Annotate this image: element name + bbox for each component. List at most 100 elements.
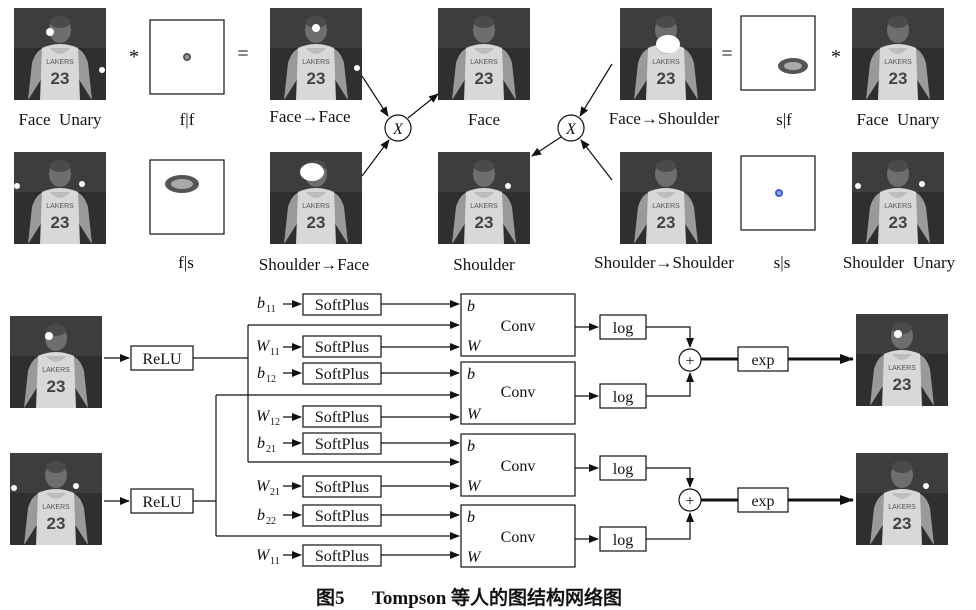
photo-face-shoulder bbox=[620, 8, 712, 100]
label-shoulder-face: Shoulder→Face bbox=[259, 255, 369, 274]
svg-text:W: W bbox=[256, 478, 271, 495]
param-labels: b 11 W 11 b 12 W 12 b 21 W 21 b 22 W 11 bbox=[256, 295, 280, 567]
times-op-right: * bbox=[831, 46, 841, 68]
times-op-left: * bbox=[129, 46, 139, 68]
arrow-x-to-face bbox=[407, 93, 439, 119]
svg-text:Conv: Conv bbox=[501, 384, 536, 401]
svg-text:log: log bbox=[613, 461, 633, 478]
svg-text:21: 21 bbox=[266, 444, 276, 455]
conv-box-4: Conv b W bbox=[460, 504, 576, 568]
filter-ss bbox=[740, 155, 816, 231]
label-shoulder: Shoulder bbox=[453, 255, 515, 274]
svg-text:b: b bbox=[257, 507, 265, 524]
svg-text:exp: exp bbox=[751, 493, 774, 510]
arrow-fs-to-x bbox=[579, 63, 613, 117]
combine-node-right: X bbox=[557, 114, 585, 142]
svg-text:W: W bbox=[256, 547, 271, 564]
label-face-unary-right: Face Unary bbox=[856, 110, 940, 129]
label-ss: s|s bbox=[774, 253, 791, 272]
photo-shoulder bbox=[438, 152, 530, 244]
conv-box-3: Conv b W bbox=[460, 433, 576, 497]
svg-text:b: b bbox=[467, 298, 475, 315]
svg-text:11: 11 bbox=[266, 304, 276, 315]
arrow-ss-to-x bbox=[580, 139, 613, 181]
svg-text:W: W bbox=[467, 549, 482, 566]
filter-sf bbox=[740, 15, 816, 91]
svg-text:b: b bbox=[257, 365, 265, 382]
log-box-2: log bbox=[599, 383, 647, 409]
relu-box-1: ReLU bbox=[130, 345, 194, 371]
label-face: Face bbox=[468, 110, 500, 129]
photo-shoulder-shoulder bbox=[620, 152, 712, 244]
photo-face-unary-right bbox=[852, 8, 944, 100]
label-face-face: Face→Face bbox=[269, 107, 350, 126]
svg-text:W: W bbox=[467, 478, 482, 495]
photo-face bbox=[438, 8, 530, 100]
conv-box-2: Conv b W bbox=[460, 361, 576, 425]
filter-ff bbox=[149, 19, 225, 95]
svg-text:SoftPlus: SoftPlus bbox=[315, 409, 369, 426]
svg-text:+: + bbox=[685, 493, 694, 510]
filter-fs bbox=[149, 159, 225, 235]
label-fs: f|s bbox=[178, 253, 194, 272]
svg-text:b: b bbox=[257, 435, 265, 452]
svg-text:log: log bbox=[613, 320, 633, 337]
exp-box-1: exp bbox=[737, 346, 789, 372]
label-face-unary: Face Unary bbox=[18, 110, 102, 129]
svg-text:Conv: Conv bbox=[501, 318, 536, 335]
svg-text:X: X bbox=[565, 121, 577, 138]
combine-node-left: X bbox=[384, 114, 412, 142]
svg-text:log: log bbox=[613, 389, 633, 406]
svg-text:11: 11 bbox=[270, 347, 280, 358]
arrow-sf-to-x bbox=[361, 139, 390, 177]
caption-text: Tompson 等人的图结构网络图 bbox=[372, 586, 622, 609]
label-shoulder-shoulder: Shoulder→Shoulder bbox=[594, 253, 734, 272]
exp-box-2: exp bbox=[737, 487, 789, 513]
photo-face-unary bbox=[14, 8, 106, 100]
relu-box-2: ReLU bbox=[130, 488, 194, 514]
svg-text:exp: exp bbox=[751, 352, 774, 369]
arrow-ff-to-x bbox=[361, 75, 389, 117]
label-shoulder-unary: Shoulder Unary bbox=[843, 253, 956, 272]
svg-text:SoftPlus: SoftPlus bbox=[315, 479, 369, 496]
conv-box-1: Conv b W bbox=[460, 293, 576, 357]
log-box-3: log bbox=[599, 455, 647, 481]
svg-text:SoftPlus: SoftPlus bbox=[315, 297, 369, 314]
svg-text:11: 11 bbox=[270, 556, 280, 567]
plus-node-1: + bbox=[678, 348, 702, 372]
svg-text:X: X bbox=[392, 121, 404, 138]
svg-text:SoftPlus: SoftPlus bbox=[315, 366, 369, 383]
svg-text:b: b bbox=[467, 509, 475, 526]
label-sf: s|f bbox=[776, 110, 792, 129]
equals-op-left: = bbox=[237, 43, 248, 65]
svg-text:W: W bbox=[467, 338, 482, 355]
svg-text:Conv: Conv bbox=[501, 458, 536, 475]
svg-text:SoftPlus: SoftPlus bbox=[315, 339, 369, 356]
svg-text:b: b bbox=[467, 366, 475, 383]
svg-text:SoftPlus: SoftPlus bbox=[315, 436, 369, 453]
svg-text:22: 22 bbox=[266, 516, 276, 527]
photo-face-face bbox=[270, 8, 362, 100]
plus-node-2: + bbox=[678, 488, 702, 512]
photo-output-face bbox=[856, 314, 948, 406]
arrow-x-to-shoulder bbox=[531, 136, 562, 157]
svg-text:W: W bbox=[467, 406, 482, 423]
svg-text:12: 12 bbox=[270, 417, 280, 428]
svg-text:SoftPlus: SoftPlus bbox=[315, 508, 369, 525]
photo-input-shoulder bbox=[10, 453, 102, 545]
svg-text:log: log bbox=[613, 532, 633, 549]
label-ff: f|f bbox=[180, 110, 195, 129]
svg-text:ReLU: ReLU bbox=[142, 494, 182, 511]
svg-text:SoftPlus: SoftPlus bbox=[315, 548, 369, 565]
svg-text:b: b bbox=[467, 438, 475, 455]
photo-shoulder-face bbox=[270, 152, 362, 244]
photo-output-shoulder bbox=[856, 453, 948, 545]
log-box-1: log bbox=[599, 314, 647, 340]
svg-text:W: W bbox=[256, 408, 271, 425]
photo-fs-left bbox=[14, 152, 106, 244]
label-face-shoulder: Face→Shoulder bbox=[609, 109, 720, 128]
svg-text:Conv: Conv bbox=[501, 529, 536, 546]
photo-input-face bbox=[10, 316, 102, 408]
svg-text:+: + bbox=[685, 353, 694, 370]
